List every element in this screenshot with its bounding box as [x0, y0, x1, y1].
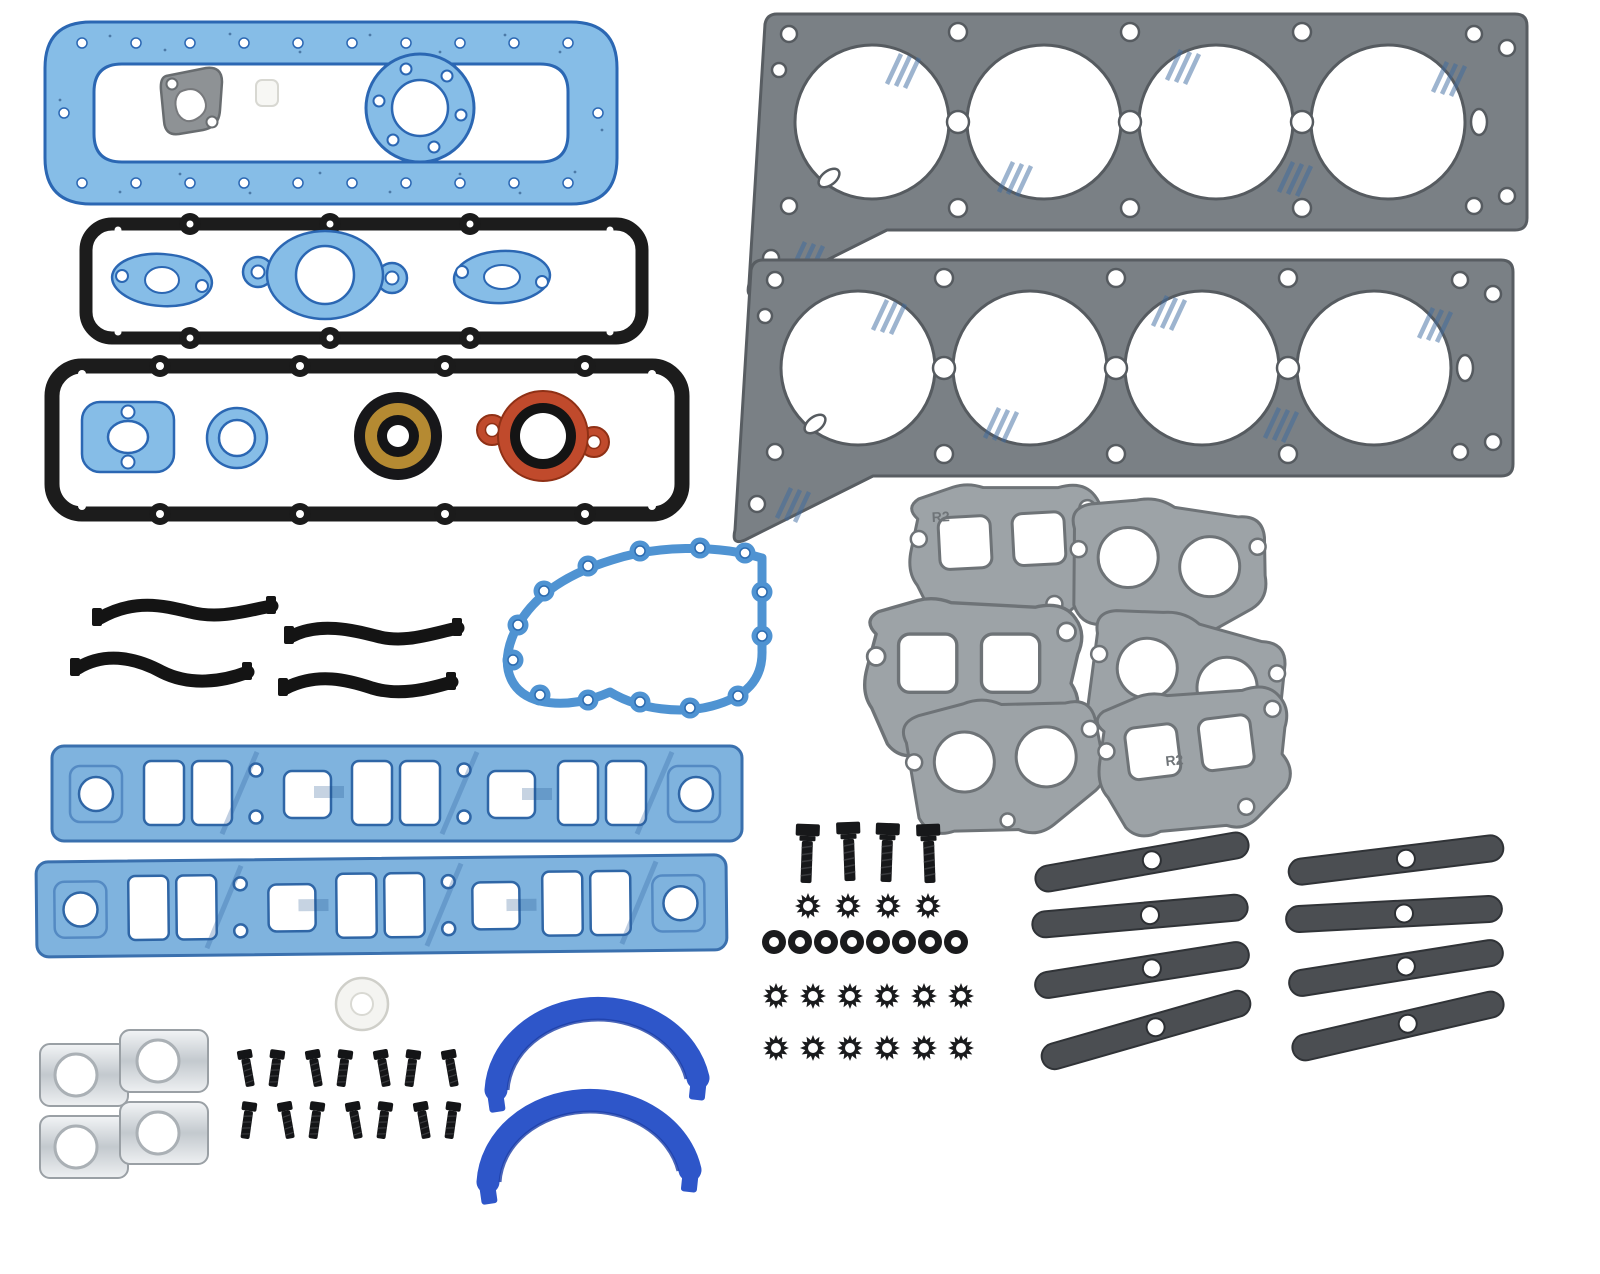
- oil-seal: [354, 392, 442, 480]
- exhaust-gasket-marking-2: R2: [1165, 751, 1185, 769]
- flat-washer-row: [762, 930, 968, 954]
- valve-cover-gasket-1: [79, 213, 649, 349]
- o-ring-gasket: [205, 406, 269, 470]
- crossover-gasket-right: [452, 249, 552, 305]
- exhaust-crossover-gasket-left: [110, 252, 214, 308]
- intake-manifold-gasket-1: [52, 746, 742, 841]
- intake-manifold-gasket-2: [36, 855, 727, 957]
- exhaust-manifold-gasket-6: [1088, 676, 1302, 845]
- chrome-baffle-plate-1: [38, 1028, 210, 1108]
- fuel-pump-gasket: [159, 66, 224, 136]
- cylinder-head-gasket-2: [734, 260, 1513, 542]
- star-washer-row-2: [763, 983, 974, 1009]
- rear-main-seal-1: [484, 996, 710, 1113]
- water-neck-gasket-center: [241, 229, 409, 321]
- star-washer-row-1: [795, 893, 941, 919]
- valve-cover-bolts: [236, 1048, 463, 1141]
- timing-cover-gasket: [502, 537, 773, 719]
- nylon-spacer: [255, 79, 279, 107]
- manifold-retainer-tabs: [1030, 829, 1508, 1074]
- valve-cover-gasket-2: [44, 355, 690, 525]
- chrome-baffle-plate-2: [38, 1100, 210, 1180]
- manifold-bolts: [793, 820, 943, 885]
- rear-main-seal-2: [476, 1088, 702, 1205]
- water-outlet-gasket: [80, 400, 176, 474]
- water-pump-gasket: [364, 52, 476, 164]
- exhaust-gasket-marking-1: R2: [931, 508, 950, 525]
- cylinder-head-gasket-1: [748, 14, 1527, 296]
- rubber-end-seals: [70, 596, 465, 699]
- oil-pan-gasket: [43, 20, 619, 206]
- nylon-washer: [334, 976, 390, 1032]
- thermostat-housing-gasket: [476, 390, 610, 482]
- star-washer-row-3: [763, 1035, 974, 1061]
- exhaust-manifold-gasket-5: [899, 688, 1112, 845]
